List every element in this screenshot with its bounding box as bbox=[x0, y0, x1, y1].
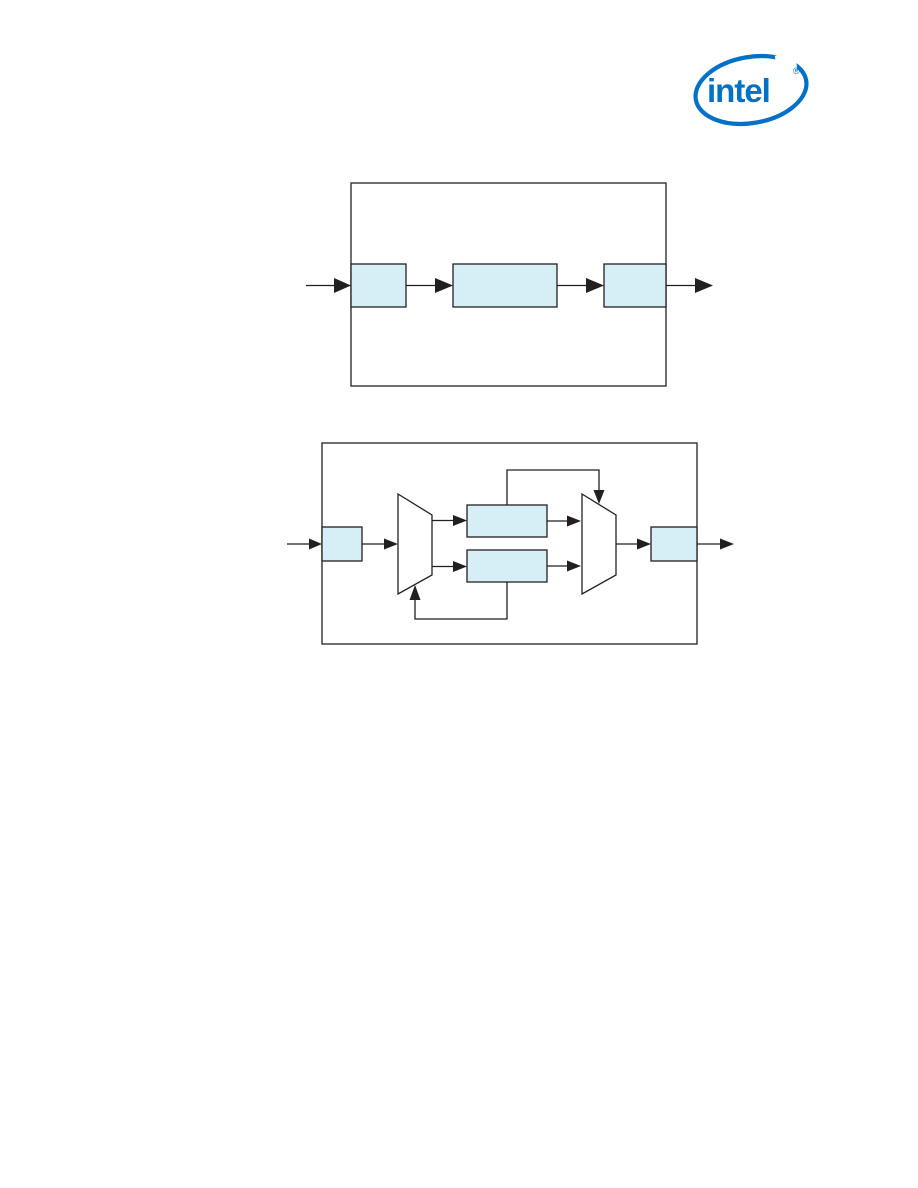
arrowhead-mux1-upper bbox=[453, 515, 467, 526]
sequential-output-block bbox=[603, 263, 667, 308]
parallel-input-arrowhead bbox=[309, 538, 322, 550]
logo-wordmark: intel bbox=[707, 72, 770, 109]
logo-ellipse-gap bbox=[774, 52, 798, 72]
diagram-parallel bbox=[287, 442, 734, 645]
sequential-arrowhead-2 bbox=[586, 278, 604, 293]
parallel-output-block bbox=[650, 526, 698, 562]
sequential-output-arrowhead bbox=[695, 278, 713, 293]
parallel-processing-block-a bbox=[466, 504, 548, 538]
feedback-top-wire bbox=[506, 469, 600, 505]
mux-right bbox=[581, 492, 617, 596]
arrowhead-upper-mux2 bbox=[567, 515, 581, 527]
diagram-sequential bbox=[306, 182, 713, 387]
feedback-bottom-wire bbox=[414, 582, 508, 620]
parallel-input-block bbox=[321, 526, 363, 562]
intel-logo-icon: intel ® bbox=[693, 52, 809, 127]
logo-swoosh bbox=[693, 53, 809, 127]
sequential-input-arrowhead bbox=[334, 278, 351, 293]
arrowhead-mux1-lower bbox=[453, 561, 467, 572]
feedback-bottom-arrowhead bbox=[409, 585, 421, 600]
feedback-top-arrowhead bbox=[593, 490, 605, 504]
parallel-arrowhead-to-mux-1 bbox=[384, 538, 398, 550]
arrowhead-lower-mux2 bbox=[567, 560, 581, 572]
sequential-processing-block bbox=[452, 263, 558, 308]
logo-trademark: ® bbox=[793, 66, 800, 76]
arrowhead-mux2-output bbox=[637, 538, 651, 550]
demux-left bbox=[397, 492, 433, 596]
parallel-output-arrowhead bbox=[720, 538, 734, 550]
sequential-arrowhead-1 bbox=[435, 278, 453, 293]
parallel-processing-block-b bbox=[466, 549, 548, 583]
sequential-input-block bbox=[350, 263, 407, 308]
